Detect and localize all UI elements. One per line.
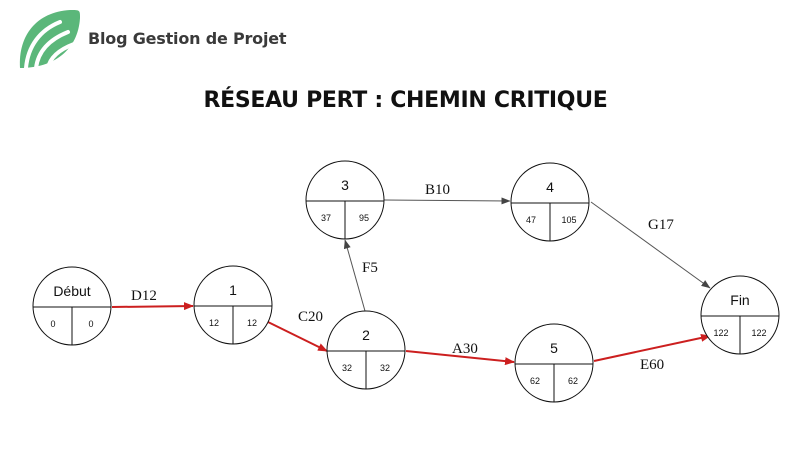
edge-f5 [343, 239, 366, 312]
edge-d12 [111, 302, 194, 311]
node-n1: 1 12 12 [193, 265, 273, 345]
brand-name: Blog Gestion de Projet [88, 28, 287, 48]
edge-g17 [590, 201, 711, 289]
node-name: 1 [229, 282, 237, 298]
edge-label-g17: G17 [648, 217, 674, 233]
node-early-date: 0 [50, 319, 55, 329]
edge-label-e60: E60 [640, 357, 664, 373]
node-late-date: 122 [751, 328, 766, 338]
node-early-date: 32 [342, 363, 352, 373]
node-late-date: 32 [380, 363, 390, 373]
node-early-date: 122 [713, 328, 728, 338]
node-name: 3 [341, 177, 349, 193]
edge-label-f5: F5 [362, 260, 378, 276]
node-n3: 3 37 95 [305, 160, 385, 240]
edge-label-a30: A30 [452, 341, 478, 357]
page-title: RÉSEAU PERT : CHEMIN CRITIQUE [203, 88, 608, 113]
node-early-date: 47 [526, 215, 536, 225]
node-early-date: 12 [209, 318, 219, 328]
brand-leaf-icon [19, 10, 81, 70]
node-name: 4 [546, 179, 554, 195]
node-n5: 5 62 62 [514, 323, 594, 403]
node-fin: Fin 122 122 [700, 275, 780, 355]
node-name: 5 [550, 340, 558, 356]
node-n4: 4 47 105 [510, 162, 590, 242]
edge-c20 [267, 321, 328, 352]
node-debut: Début 0 0 [32, 266, 112, 346]
node-name: 2 [362, 327, 370, 343]
node-late-date: 12 [247, 318, 257, 328]
edge-a30 [405, 350, 515, 366]
node-early-date: 37 [321, 213, 331, 223]
node-late-date: 62 [568, 376, 578, 386]
node-n2: 2 32 32 [326, 310, 406, 390]
node-late-date: 95 [359, 213, 369, 223]
edge-label-b10: B10 [425, 182, 450, 198]
edge-label-d12: D12 [131, 288, 157, 304]
edge-label-c20: C20 [298, 309, 323, 325]
node-name: Début [53, 283, 90, 299]
node-name: Fin [730, 292, 749, 308]
edge-b10 [383, 197, 511, 205]
brand-logo: Blog Gestion de Projet [14, 6, 287, 70]
node-early-date: 62 [530, 376, 540, 386]
edge-e60 [593, 333, 711, 362]
node-late-date: 105 [561, 215, 576, 225]
node-late-date: 0 [88, 319, 93, 329]
